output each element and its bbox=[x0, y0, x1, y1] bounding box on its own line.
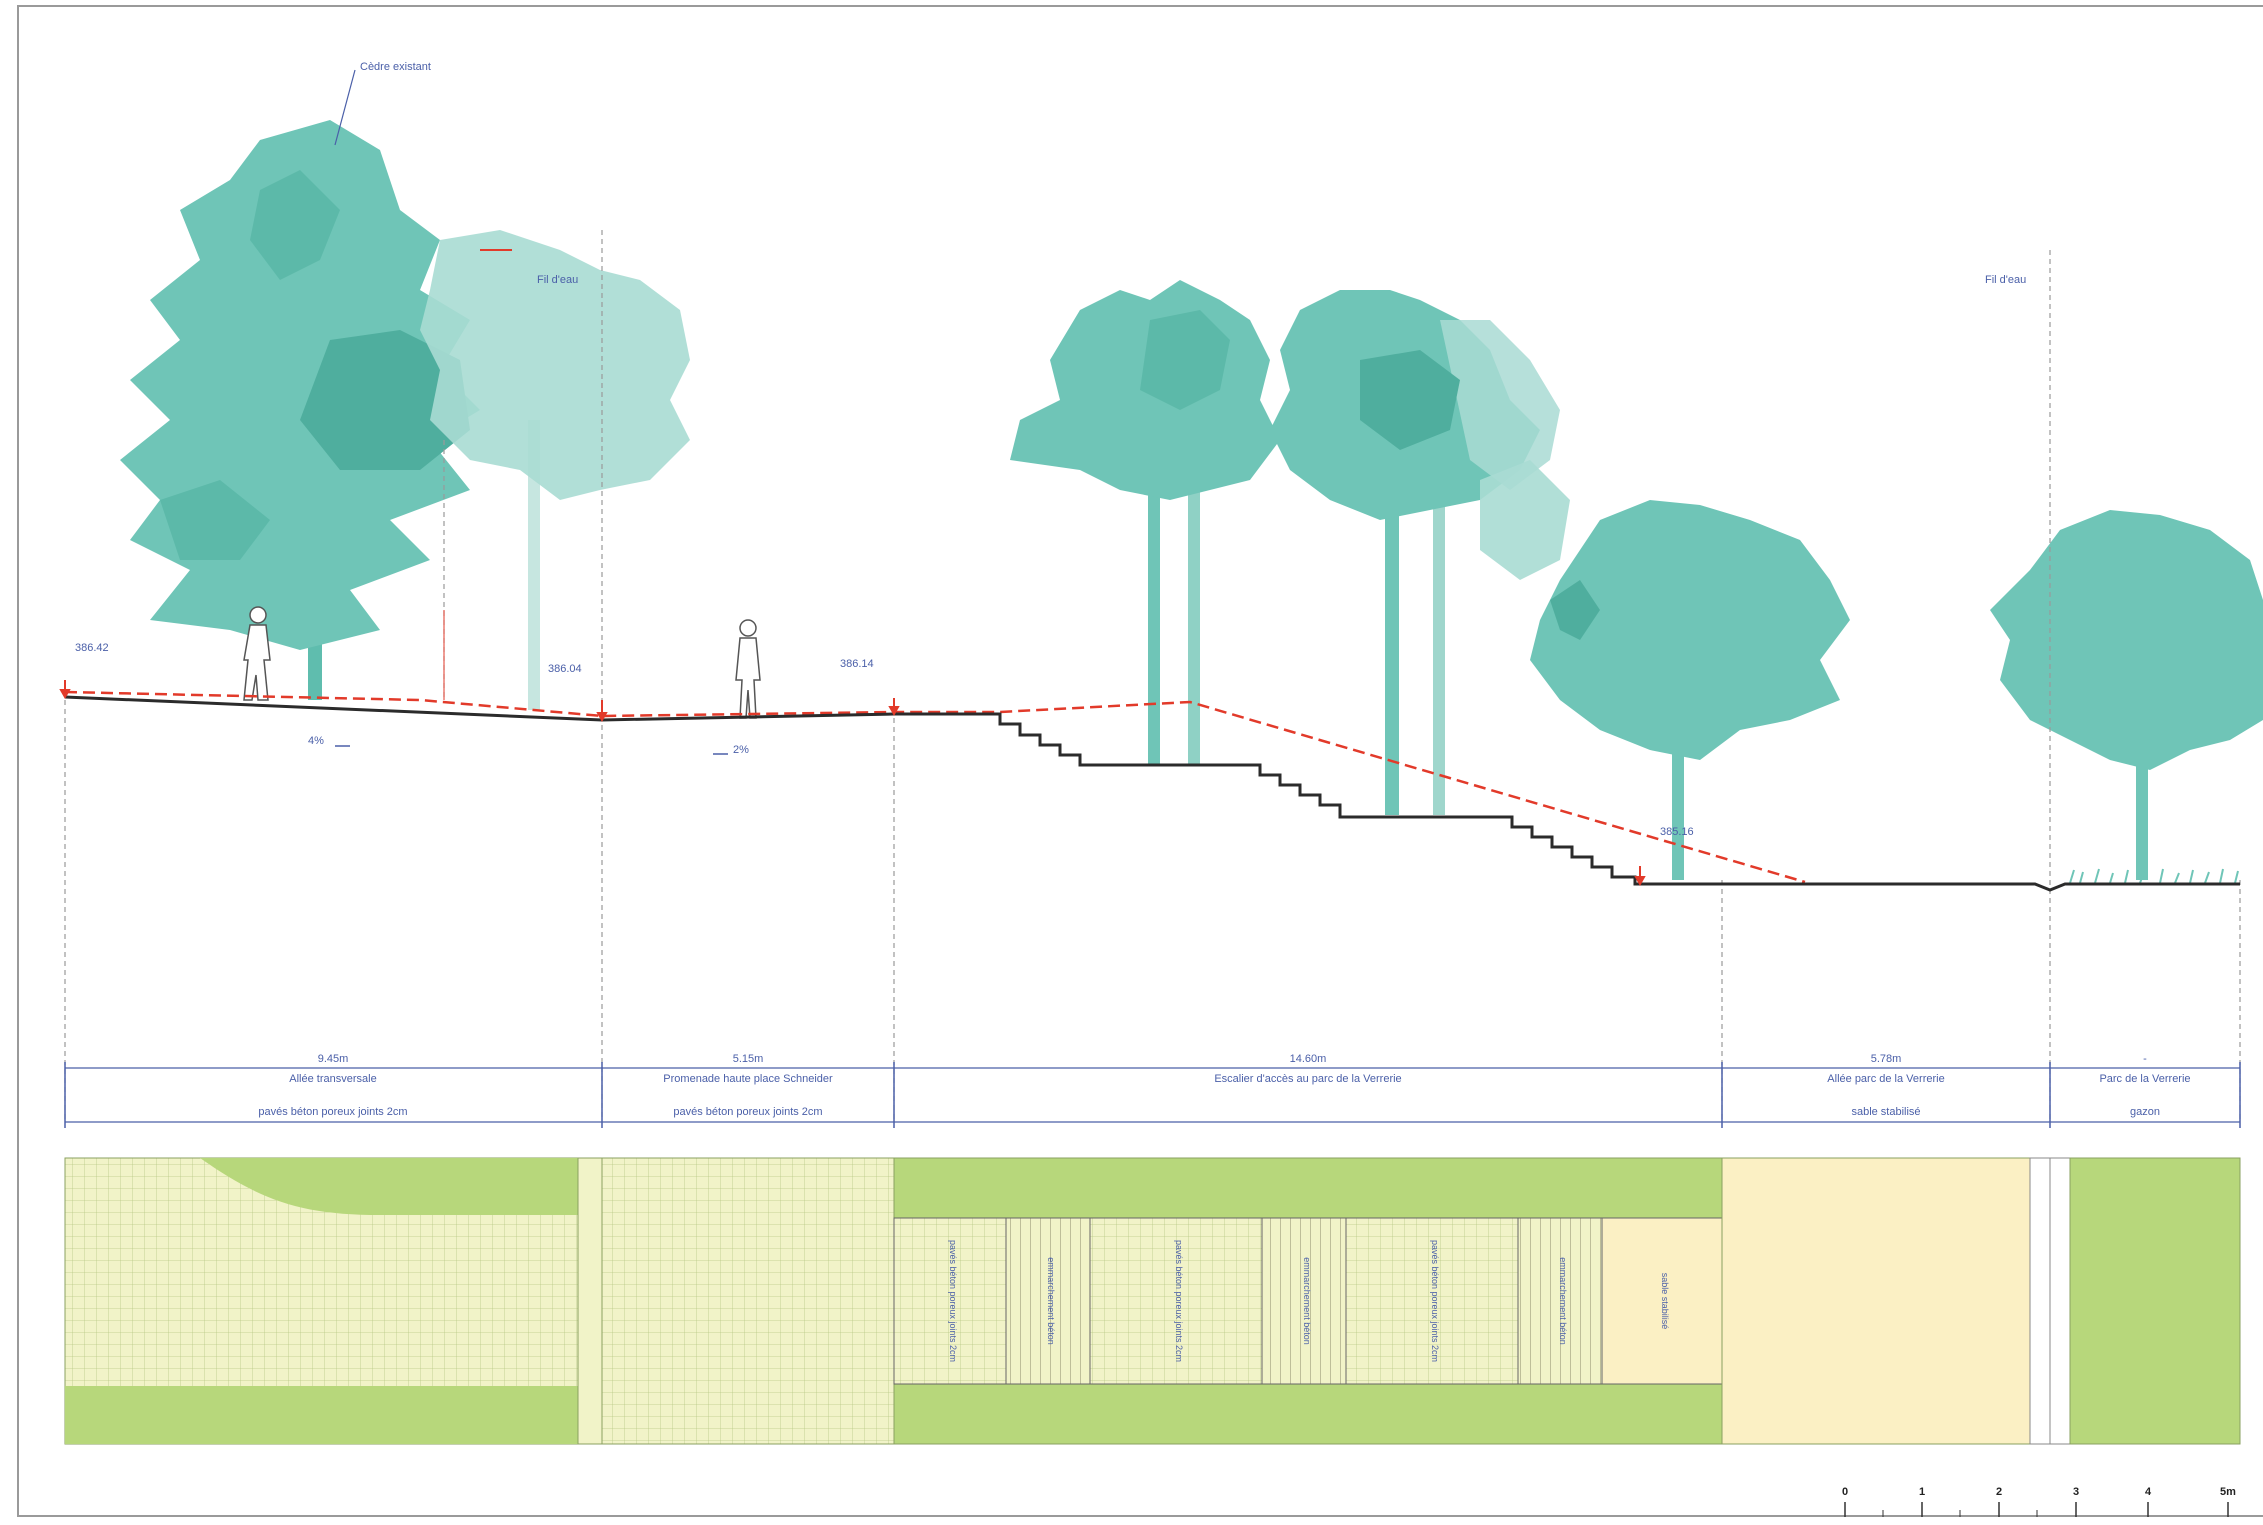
plan-section-2 bbox=[601, 1157, 895, 1445]
section-4-dimension: 5.78m bbox=[1871, 1053, 1902, 1065]
elevation-label-3: 386.14 bbox=[840, 658, 874, 670]
plan-label-paving-2: pavés béton poreux joints 2cm bbox=[1174, 1240, 1184, 1362]
dimension-lines bbox=[65, 1067, 2240, 1123]
scale-bar bbox=[1844, 1502, 2229, 1517]
elevation-label-4: 385.16 bbox=[1660, 826, 1694, 838]
cedar-tree-icon bbox=[120, 120, 480, 700]
plan-label-step-2: emmarchement béton bbox=[1302, 1257, 1312, 1345]
plan-section-4 bbox=[1721, 1157, 2051, 1445]
grass-tufts-icon bbox=[2069, 868, 2239, 884]
pine-tree-1-icon bbox=[1010, 280, 1280, 765]
plan-section-3 bbox=[893, 1157, 1723, 1445]
slope-label-1: 4% bbox=[308, 735, 324, 747]
person-figure-1-icon bbox=[243, 606, 271, 701]
plan-label-step-1: emmarchement béton bbox=[1046, 1257, 1056, 1345]
scale-tick-2: 2 bbox=[1996, 1486, 2002, 1498]
plan-section-5 bbox=[2049, 1157, 2241, 1445]
plan-label-step-3: emmarchement béton bbox=[1558, 1257, 1568, 1345]
person-figure-2-icon bbox=[735, 619, 761, 719]
elevation-label-2: 386.04 bbox=[548, 663, 582, 675]
light-small-tree-icon bbox=[1480, 460, 1570, 580]
design-grade-line bbox=[64, 690, 1806, 884]
plan-label-paving-3: pavés béton poreux joints 2cm bbox=[1430, 1240, 1440, 1362]
section-2-material: pavés béton poreux joints 2cm bbox=[673, 1106, 822, 1118]
light-tree-icon bbox=[420, 230, 690, 710]
section-1-dimension: 9.45m bbox=[318, 1053, 349, 1065]
fil-eau-label-2: Fil d'eau bbox=[1985, 274, 2026, 286]
section-4-material: sable stabilisé bbox=[1851, 1106, 1920, 1118]
scale-tick-4: 4 bbox=[2145, 1486, 2152, 1498]
round-tree-2-icon bbox=[1990, 510, 2263, 880]
plan-section-1 bbox=[64, 1157, 603, 1445]
section-5-dimension: - bbox=[2143, 1053, 2147, 1065]
section-3-dimension: 14.60m bbox=[1290, 1053, 1327, 1065]
section-5-name: Parc de la Verrerie bbox=[2099, 1073, 2190, 1085]
slope-label-2: 2% bbox=[733, 744, 749, 756]
section-1-material: pavés béton poreux joints 2cm bbox=[258, 1106, 407, 1118]
elevation-label-1: 386.42 bbox=[75, 642, 109, 654]
cedar-label: Cèdre existant bbox=[360, 61, 431, 73]
section-1-name: Allée transversale bbox=[289, 1073, 376, 1085]
scale-tick-3: 3 bbox=[2073, 1486, 2079, 1498]
scale-tick-0: 0 bbox=[1842, 1486, 1848, 1498]
scale-tick-5: 5m bbox=[2220, 1486, 2236, 1498]
plan-label-sand: sable stabilisé bbox=[1660, 1273, 1670, 1330]
sheet-border bbox=[17, 5, 2263, 1517]
ground-profile bbox=[64, 695, 2240, 892]
scale-tick-1: 1 bbox=[1919, 1486, 1925, 1498]
elevation-markers bbox=[59, 249, 1646, 887]
section-4-name: Allée parc de la Verrerie bbox=[1827, 1073, 1944, 1085]
section-2-dimension: 5.15m bbox=[733, 1053, 764, 1065]
pine-tree-2-icon bbox=[1270, 290, 1560, 815]
section-3-name: Escalier d'accès au parc de la Verrerie bbox=[1214, 1073, 1401, 1085]
dimension-ticks bbox=[64, 1062, 2241, 1128]
slope-arrows bbox=[335, 745, 728, 755]
round-tree-1-icon bbox=[1530, 500, 1850, 880]
plan-label-paving-1: pavés béton poreux joints 2cm bbox=[948, 1240, 958, 1362]
section-2-name: Promenade haute place Schneider bbox=[663, 1073, 833, 1085]
cedar-leader-line bbox=[334, 69, 356, 146]
section-5-material: gazon bbox=[2130, 1106, 2160, 1118]
fil-eau-label-1: Fil d'eau bbox=[537, 274, 578, 286]
